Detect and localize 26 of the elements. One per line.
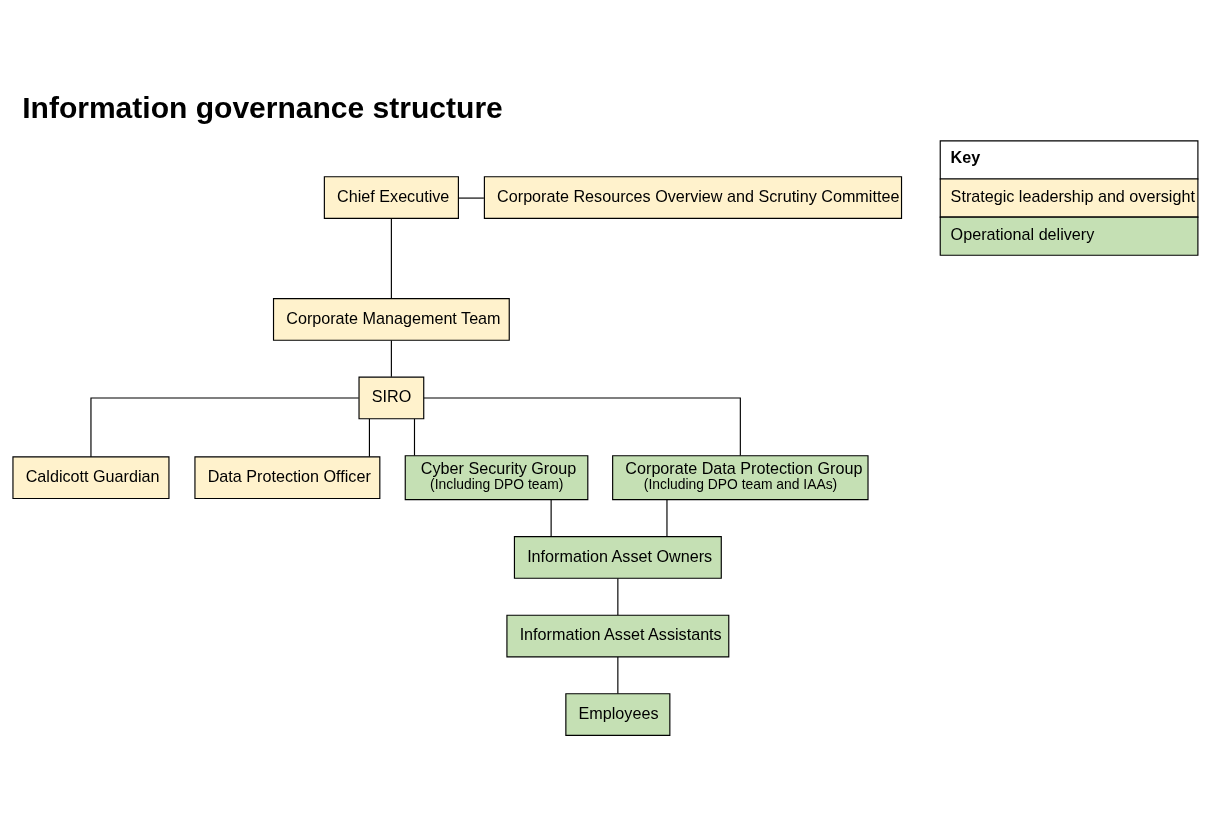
connector — [390, 339, 392, 377]
diagram-title: Information governance structure — [22, 90, 503, 124]
node-box: SIRO — [358, 376, 425, 419]
node-box: Corporate Management Team — [272, 297, 510, 341]
node-box: Chief Executive — [323, 175, 459, 219]
node-box: Corporate Data Protection Group (Including DPO team and IAAs) — [612, 454, 869, 500]
connector — [458, 197, 485, 199]
connector — [413, 417, 416, 456]
legend-label: Operational delivery — [950, 224, 1095, 243]
node-box: Information Asset Owners — [513, 535, 722, 579]
connector — [617, 655, 619, 694]
connector — [550, 498, 552, 537]
node-box: Employees — [565, 692, 671, 736]
legend-label: Strategic leadership and oversight — [950, 186, 1195, 205]
node-box: Corporate Resources Overview and Scrutiny Committee — [483, 175, 903, 219]
connector — [617, 577, 619, 615]
connector — [423, 396, 741, 456]
node-box: Caldicott Guardian — [12, 455, 170, 499]
connector — [368, 417, 370, 457]
connector — [90, 396, 360, 457]
node-box: Information Asset Assistants — [506, 614, 730, 657]
label: Key — [950, 147, 981, 166]
node-box: Cyber Security Group (Including DPO team) — [404, 454, 589, 500]
connector — [666, 498, 668, 537]
connector — [390, 217, 392, 299]
node-box: Data Protection Officer — [194, 455, 381, 499]
